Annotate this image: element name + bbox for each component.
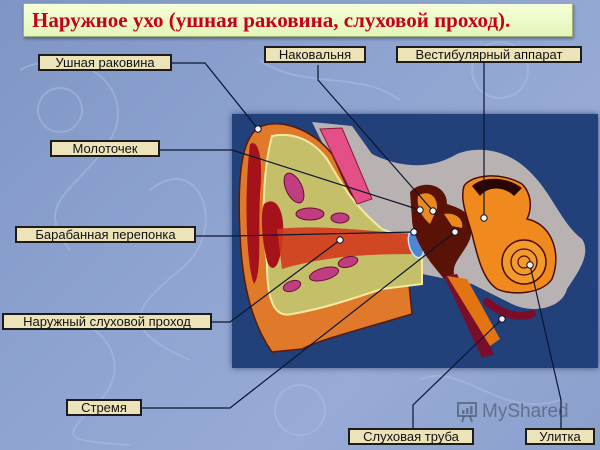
dot-malleus (416, 206, 424, 214)
watermark: MyShared (456, 400, 569, 424)
label-ear-canal-text: Наружный слуховой проход (23, 313, 191, 329)
title-banner: Наружное ухо (ушная раковина, слуховой п… (23, 3, 573, 37)
label-eardrum-text: Барабанная перепонка (35, 226, 176, 242)
label-eustachian-tube-text: Слуховая труба (363, 428, 459, 444)
dot-eardrum (410, 228, 418, 236)
ossicle-shape (417, 193, 438, 224)
line-auricle (172, 62, 259, 130)
watermark-text: MyShared (482, 401, 569, 422)
label-stapes-text: Стремя (81, 399, 127, 415)
line-stapes (142, 231, 456, 409)
dot-incus (429, 207, 437, 215)
line-cochlea (529, 264, 562, 428)
cochlea-spiral (501, 239, 547, 285)
ear-anatomy-illustration (238, 122, 586, 358)
pink-cartilage-strip (319, 127, 373, 205)
label-incus-text: Наковальня (278, 46, 352, 62)
label-cochlea: Улитка (525, 428, 595, 445)
label-cochlea-text: Улитка (539, 428, 581, 444)
label-incus: Наковальня (264, 46, 366, 63)
label-malleus: Молоточек (50, 140, 160, 157)
dot-eustachian (498, 315, 506, 323)
label-eardrum: Барабанная перепонка (15, 226, 196, 243)
dot-ear-canal (336, 236, 344, 244)
label-auricle-text: Ушная раковина (55, 54, 155, 70)
label-auricle: Ушная раковина (38, 54, 172, 71)
line-eardrum (196, 231, 415, 237)
dot-auricle (254, 125, 262, 133)
label-vestibular-text: Вестибулярный аппарат (415, 46, 563, 62)
page-title: Наружное ухо (ушная раковина, слуховой п… (32, 7, 511, 32)
line-ear-canal (212, 239, 341, 323)
label-stapes: Стремя (66, 399, 142, 416)
dot-cochlea (526, 261, 534, 269)
dot-vestibular (480, 214, 488, 222)
eustachian-tube-shape (444, 274, 494, 358)
presentation-chart-icon (457, 402, 477, 423)
line-incus (317, 65, 434, 212)
label-vestibular: Вестибулярный аппарат (396, 46, 582, 63)
line-eustachian (412, 318, 503, 428)
line-malleus (160, 149, 421, 211)
dot-stapes (451, 228, 459, 236)
concha-shape (246, 143, 262, 284)
cartilage-spots (282, 172, 359, 293)
label-ear-canal: Наружный слуховой проход (2, 313, 212, 330)
label-eustachian-tube: Слуховая труба (348, 428, 474, 445)
label-malleus-text: Молоточек (72, 140, 138, 156)
ear-diagram-panel (232, 114, 598, 368)
